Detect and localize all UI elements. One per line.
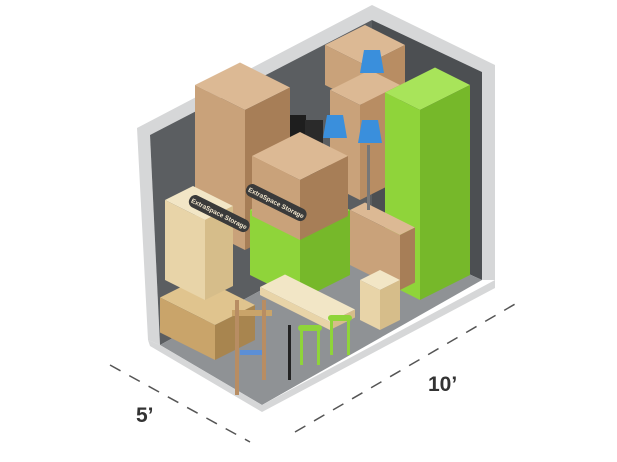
lamp-pole: [367, 145, 370, 210]
lamp-shade: [323, 115, 347, 138]
coat-rack: [288, 325, 291, 380]
small-drawers: [360, 280, 380, 330]
green-cabinet: [385, 67, 470, 110]
stool-leg: [300, 330, 303, 365]
width-label: 5’: [136, 404, 154, 427]
box: [330, 70, 400, 105]
low-cabinet: [160, 297, 215, 360]
stacked-boxes: [195, 62, 290, 110]
stool-leg: [317, 330, 320, 365]
depth-label: 10’: [428, 373, 458, 396]
green-cabinet: [420, 85, 470, 300]
table-top: [260, 274, 355, 322]
nightstand: [205, 206, 233, 300]
lamp-shade: [358, 120, 382, 143]
small-drawers: [380, 280, 400, 330]
box: [350, 202, 415, 235]
width-dimension-line: [109, 364, 251, 443]
stored-items: [160, 25, 470, 395]
lamp-shade: [360, 50, 384, 73]
chair-leg: [235, 300, 239, 395]
stool-leg: [330, 320, 333, 355]
box: [350, 210, 400, 290]
box: [400, 227, 415, 290]
chair-slat: [240, 350, 262, 355]
stool-seat: [298, 325, 322, 331]
box-logo-badge: [245, 184, 307, 222]
chair-seat: [232, 310, 272, 316]
stool-seat: [328, 315, 352, 321]
box-logo-badge: [188, 195, 250, 233]
open-box: [300, 156, 348, 240]
right-wall-edge: [372, 5, 495, 280]
stool-leg: [347, 320, 350, 355]
nightstand: [165, 200, 205, 300]
chair-leg: [262, 300, 266, 380]
table-top: [260, 287, 330, 330]
